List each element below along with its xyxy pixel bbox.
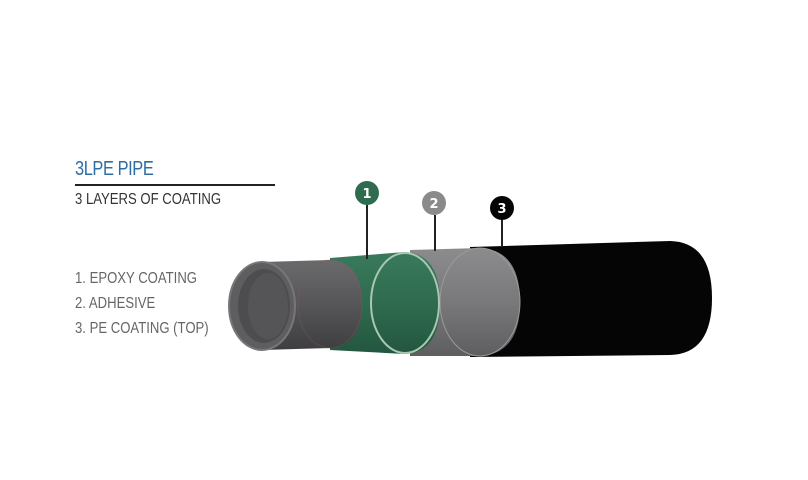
- svg-text:2: 2: [429, 197, 438, 212]
- layer-legend: 1. EPOXY COATING 2. ADHESIVE 3. PE COATI…: [75, 266, 238, 341]
- title-divider: [75, 184, 275, 186]
- adhesive-layer: [410, 247, 521, 357]
- svg-text:3: 3: [497, 202, 506, 217]
- svg-text:1: 1: [362, 187, 371, 202]
- pe-coating-layer: [470, 241, 712, 357]
- marker-1: 1: [355, 181, 379, 205]
- diagram-subtitle: 3 LAYERS OF COATING: [75, 191, 222, 208]
- legend-item-pe-coating: 3. PE COATING (TOP): [75, 320, 209, 337]
- marker-2: 2: [422, 191, 446, 215]
- marker-3: 3: [490, 196, 514, 220]
- legend-item-epoxy: 1. EPOXY COATING: [75, 270, 198, 287]
- steel-pipe: [228, 259, 363, 351]
- diagram-title: 3LPE PIPE: [75, 158, 154, 180]
- legend-item-adhesive: 2. ADHESIVE: [75, 295, 156, 312]
